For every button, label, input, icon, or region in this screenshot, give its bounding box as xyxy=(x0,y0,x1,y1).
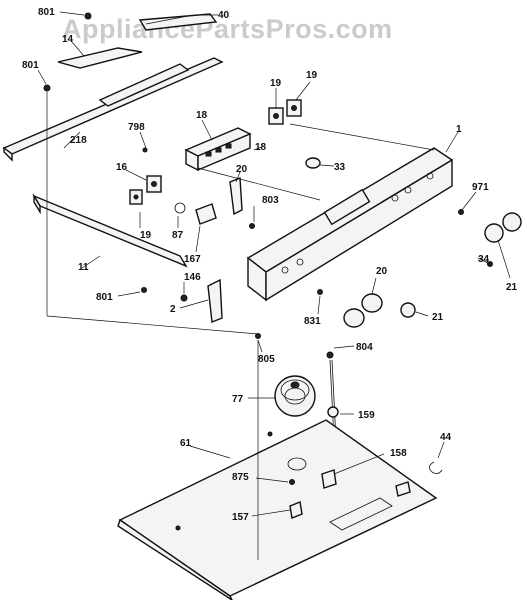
rear-bracket-218 xyxy=(2,57,224,162)
callout-20-a: 20 xyxy=(236,164,248,175)
callout-40: 40 xyxy=(218,10,230,21)
callout-19-a: 19 xyxy=(270,78,282,89)
control-panel-1 xyxy=(246,147,454,302)
callout-18-b: 18 xyxy=(255,142,267,153)
callout-21-b: 21 xyxy=(432,312,444,323)
callout-805: 805 xyxy=(258,354,275,365)
switch-19-right xyxy=(268,99,302,125)
callout-801-mid: 801 xyxy=(96,292,113,303)
relay-167 xyxy=(174,202,217,225)
callout-801-left: 801 xyxy=(22,60,39,71)
callout-87: 87 xyxy=(172,230,184,241)
callout-77: 77 xyxy=(232,394,244,405)
callout-21-a: 21 xyxy=(506,282,518,293)
callout-33: 33 xyxy=(334,162,346,173)
callout-146: 146 xyxy=(184,272,201,283)
callout-2: 2 xyxy=(170,304,176,315)
callout-1: 1 xyxy=(456,124,462,135)
knob-33 xyxy=(305,157,321,169)
watermark-text: AppliancePartsPros.com xyxy=(62,14,393,44)
callout-971: 971 xyxy=(472,182,489,193)
callout-labels: 801 40 14 801 218 19 19 798 18 18 1 16 2… xyxy=(22,7,518,523)
callout-157: 157 xyxy=(232,512,249,523)
callout-11: 11 xyxy=(78,262,89,273)
callout-44: 44 xyxy=(440,432,452,443)
callout-804: 804 xyxy=(356,342,373,353)
bracket-20 xyxy=(207,176,243,323)
callout-158: 158 xyxy=(390,448,407,459)
leader-lines xyxy=(37,11,511,517)
infinite-switch-77 xyxy=(274,375,316,417)
callout-831: 831 xyxy=(304,316,321,327)
callout-34: 34 xyxy=(478,254,490,265)
callout-875: 875 xyxy=(232,472,249,483)
callout-798: 798 xyxy=(128,122,145,133)
top-trim-strip xyxy=(57,13,218,69)
clip-44 xyxy=(429,461,443,474)
callout-801-top: 801 xyxy=(38,7,55,18)
callout-167: 167 xyxy=(184,254,201,265)
callout-218: 218 xyxy=(70,135,87,146)
callout-19-b: 19 xyxy=(306,70,318,81)
knobs-20-21 xyxy=(343,212,522,328)
callout-159: 159 xyxy=(358,410,375,421)
callout-61: 61 xyxy=(180,438,192,449)
callout-14: 14 xyxy=(62,34,74,45)
small-parts xyxy=(289,469,411,519)
callout-20-b: 20 xyxy=(376,266,388,277)
assembly-lines xyxy=(46,92,435,560)
switch-16-left xyxy=(129,175,162,205)
clock-board-18 xyxy=(184,127,252,172)
callout-19-c: 19 xyxy=(140,230,152,241)
callout-18-a: 18 xyxy=(196,110,208,121)
screws xyxy=(43,12,493,359)
front-trim-11 xyxy=(32,193,188,268)
base-plate-61 xyxy=(117,419,438,600)
callout-16: 16 xyxy=(116,162,128,173)
callout-803: 803 xyxy=(262,195,279,206)
